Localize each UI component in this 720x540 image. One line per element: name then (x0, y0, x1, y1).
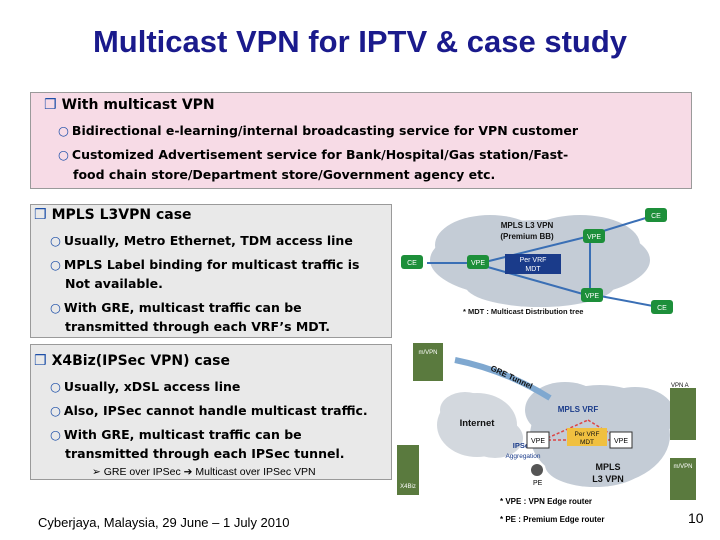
ce-router-bottom: CE (651, 300, 673, 314)
mdt-note: * MDT : Multicast Distribution tree (463, 307, 583, 316)
section1-item-1: ○Bidirectional e-learning/internal broad… (58, 123, 578, 138)
section3-heading-row: ❒X4Biz(IPSec VPN) case (34, 353, 230, 369)
section2-heading: MPLS L3VPN case (51, 207, 192, 223)
section2-item-2-cont: Not available. (65, 276, 163, 291)
checkbox-bullet-icon: ❒ (34, 353, 47, 369)
ce-router-left: CE (401, 255, 423, 269)
svg-text:Per VRF: Per VRF (575, 431, 600, 438)
multicast-vpn-box (30, 92, 692, 189)
vpe-router-bottom: VPE (581, 288, 603, 302)
svg-text:m/VPN: m/VPN (673, 464, 692, 470)
circle-bullet-icon: ○ (50, 300, 61, 315)
section3-item-3: ○With GRE, multicast traffic can be (50, 427, 302, 442)
circle-bullet-icon: ○ (58, 147, 69, 162)
gre-over-ipsec-line: ➢ GRE over IPSec ➔ Multicast over IPSec … (92, 466, 316, 478)
internet-cloud (437, 392, 523, 458)
circle-bullet-icon: ○ (50, 257, 61, 272)
arrow-head-icon: ➢ (92, 466, 104, 478)
aggregation-label: Aggregation (505, 453, 540, 460)
svg-text:m/VPN: m/VPN (418, 350, 437, 356)
section1-heading: With multicast VPN (61, 97, 215, 113)
section3-item-3-cont: transmitted through each IPSec tunnel. (65, 446, 345, 461)
vpe-router-left: VPE (467, 255, 489, 269)
vpe-note: * VPE : VPN Edge router (500, 497, 593, 506)
section2-heading-row: ❒MPLS L3VPN case (34, 207, 192, 223)
section2-item-1: ○Usually, Metro Ethernet, TDM access lin… (50, 233, 353, 248)
ipsec-label: IPSec (513, 441, 533, 450)
circle-bullet-icon: ○ (50, 233, 61, 248)
mpls-l3vpn-diagram: Per VRF MDT MPLS L3 VPN (Premium BB) VPE… (401, 208, 673, 316)
mpls-cloud (525, 382, 675, 487)
section3-item-1: ○Usually, xDSL access line (50, 379, 241, 394)
svg-text:VPE: VPE (471, 260, 485, 267)
circle-bullet-icon: ○ (50, 427, 61, 442)
svg-text:CE: CE (407, 260, 417, 267)
checkbox-bullet-icon: ❒ (44, 97, 57, 113)
cloud-label-line2: (Premium BB) (500, 232, 554, 241)
gre-tunnel-label: GRE Tunnel (489, 364, 534, 391)
section2-item-2: ○MPLS Label binding for multicast traffi… (50, 257, 360, 272)
footer-text: Cyberjaya, Malaysia, 29 June – 1 July 20… (38, 515, 290, 530)
svg-text:X4Biz: X4Biz (400, 484, 416, 490)
mdt-links (427, 216, 654, 307)
slide-title: Multicast VPN for IPTV & case study (92, 24, 628, 59)
svg-text:VPE: VPE (614, 438, 628, 445)
svg-text:VPE: VPE (531, 438, 545, 445)
svg-text:VPE: VPE (585, 293, 599, 300)
svg-text:Per VRF: Per VRF (520, 257, 547, 264)
section3-item-2: ○Also, IPSec cannot handle multicast tra… (50, 403, 368, 418)
circle-bullet-icon: ○ (50, 379, 61, 394)
cloud-label-line1: MPLS L3 VPN (501, 221, 554, 230)
section2-item-3-cont: transmitted through each VRF’s MDT. (65, 319, 331, 334)
svg-text:CE: CE (657, 305, 667, 312)
vpe-router-top: VPE (583, 229, 605, 243)
section1-heading-row: ❒With multicast VPN (44, 97, 215, 113)
vpn-a-label: VPN A (671, 383, 689, 389)
circle-bullet-icon: ○ (50, 403, 61, 418)
vpe-box-right: VPE (609, 431, 633, 449)
svg-text:MDT: MDT (525, 266, 541, 273)
svg-text:PE: PE (533, 480, 543, 487)
svg-text:MDT: MDT (580, 439, 594, 446)
gre-tunnel-path (454, 357, 552, 401)
x4biz-box (30, 344, 392, 480)
section1-item-2-cont: food chain store/Department store/Govern… (73, 167, 496, 182)
pe-note: * PE : Premium Edge router (500, 515, 605, 524)
vpe-box-left: VPE (526, 431, 550, 449)
right-arrow-icon: ➔ (183, 466, 196, 478)
section1-item-2: ○Customized Advertisement service for Ba… (58, 147, 569, 162)
mpls-l3vpn-line1: MPLS (595, 462, 620, 472)
circle-bullet-icon: ○ (58, 123, 69, 138)
site-right-building-icon (670, 388, 696, 440)
mpls-l3vpn-box (30, 204, 392, 338)
pe-router: PE (531, 464, 543, 487)
section2-item-3: ○With GRE, multicast traffic can be (50, 300, 302, 315)
mpls-l3vpn-line2: L3 VPN (592, 474, 624, 484)
ce-router-top: CE (645, 208, 667, 222)
vrf-mdt-box: Per VRF MDT (505, 254, 561, 274)
x4biz-diagram: GRE Tunnel Per VRF MDT Internet MPLS VRF… (397, 343, 696, 500)
section3-heading: X4Biz(IPSec VPN) case (51, 353, 230, 369)
page-number: 10 (688, 510, 704, 526)
mpls-vrf-label: MPLS VRF (558, 405, 599, 414)
internet-label: Internet (460, 418, 496, 429)
site-bottom-right-building-icon: m/VPN (670, 458, 696, 500)
site-left-building-icon: X4Biz (397, 445, 419, 495)
per-vrf-mdt-box: Per VRF MDT (567, 428, 607, 446)
svg-text:CE: CE (651, 213, 661, 220)
checkbox-bullet-icon: ❒ (34, 207, 47, 223)
svg-text:VPE: VPE (587, 234, 601, 241)
site-top-building-icon: m/VPN (413, 343, 443, 381)
